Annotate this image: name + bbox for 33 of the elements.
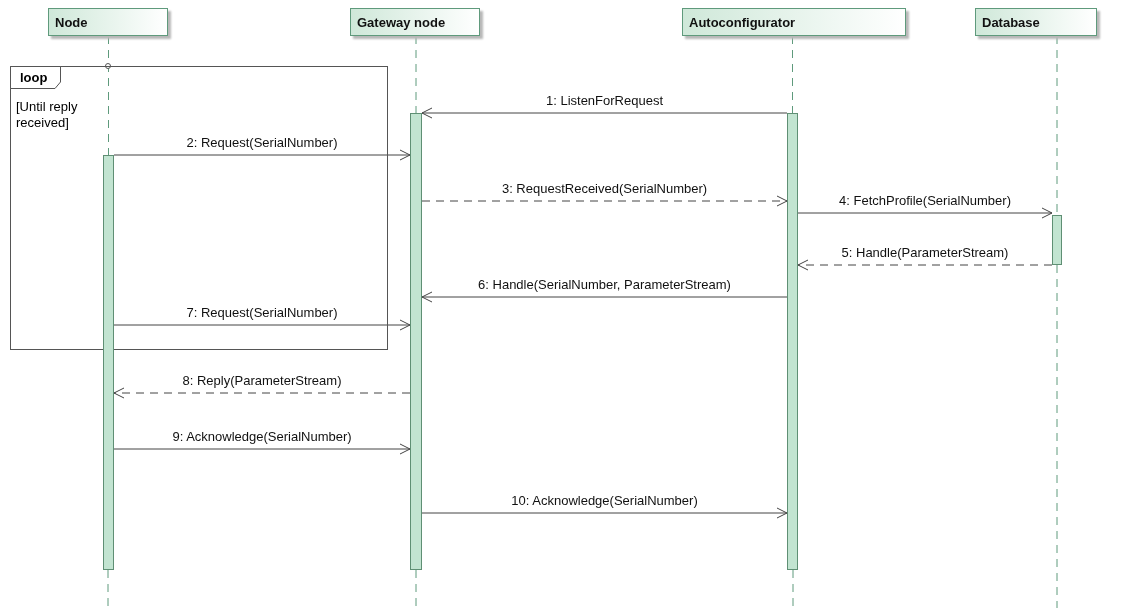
lifeline	[415, 35, 417, 114]
message-arrow	[421, 291, 788, 303]
frame-operator: loop	[19, 69, 49, 87]
message-arrow	[421, 507, 788, 519]
message-label: 3: RequestReceived(SerialNumber)	[499, 181, 710, 196]
lifeline	[792, 35, 793, 114]
message-arrow	[797, 207, 1053, 219]
participant-box: Autoconfigurator	[682, 8, 906, 36]
message-label: 5: Handle(ParameterStream)	[839, 245, 1011, 260]
message-arrow	[113, 149, 411, 161]
activation-bar	[787, 113, 798, 570]
message-label: 9: Acknowledge(SerialNumber)	[170, 429, 354, 444]
message-label: 1: ListenForRequest	[543, 93, 666, 108]
message-arrow	[113, 443, 411, 455]
lifeline	[108, 35, 109, 156]
reply-arrow	[113, 387, 411, 399]
participant-box: Database	[975, 8, 1097, 36]
activation-bar	[410, 113, 422, 570]
message-arrow	[421, 107, 788, 119]
message-label: 7: Request(SerialNumber)	[184, 305, 340, 320]
reply-arrow	[421, 195, 788, 207]
message-label: 10: Acknowledge(SerialNumber)	[509, 493, 700, 508]
message-label: 6: Handle(SerialNumber, ParameterStream)	[476, 277, 733, 292]
message-label: 4: FetchProfile(SerialNumber)	[837, 193, 1013, 208]
guard-condition: [Until reply received]	[16, 99, 79, 131]
participant-box: Gateway node	[350, 8, 480, 36]
message-label: 2: Request(SerialNumber)	[184, 135, 340, 150]
reply-arrow	[797, 259, 1053, 271]
activation-bar	[103, 155, 114, 570]
participant-box: Node	[48, 8, 168, 36]
activation-bar	[1052, 215, 1062, 265]
message-arrow	[113, 319, 411, 331]
message-label: 8: Reply(ParameterStream)	[180, 373, 344, 388]
